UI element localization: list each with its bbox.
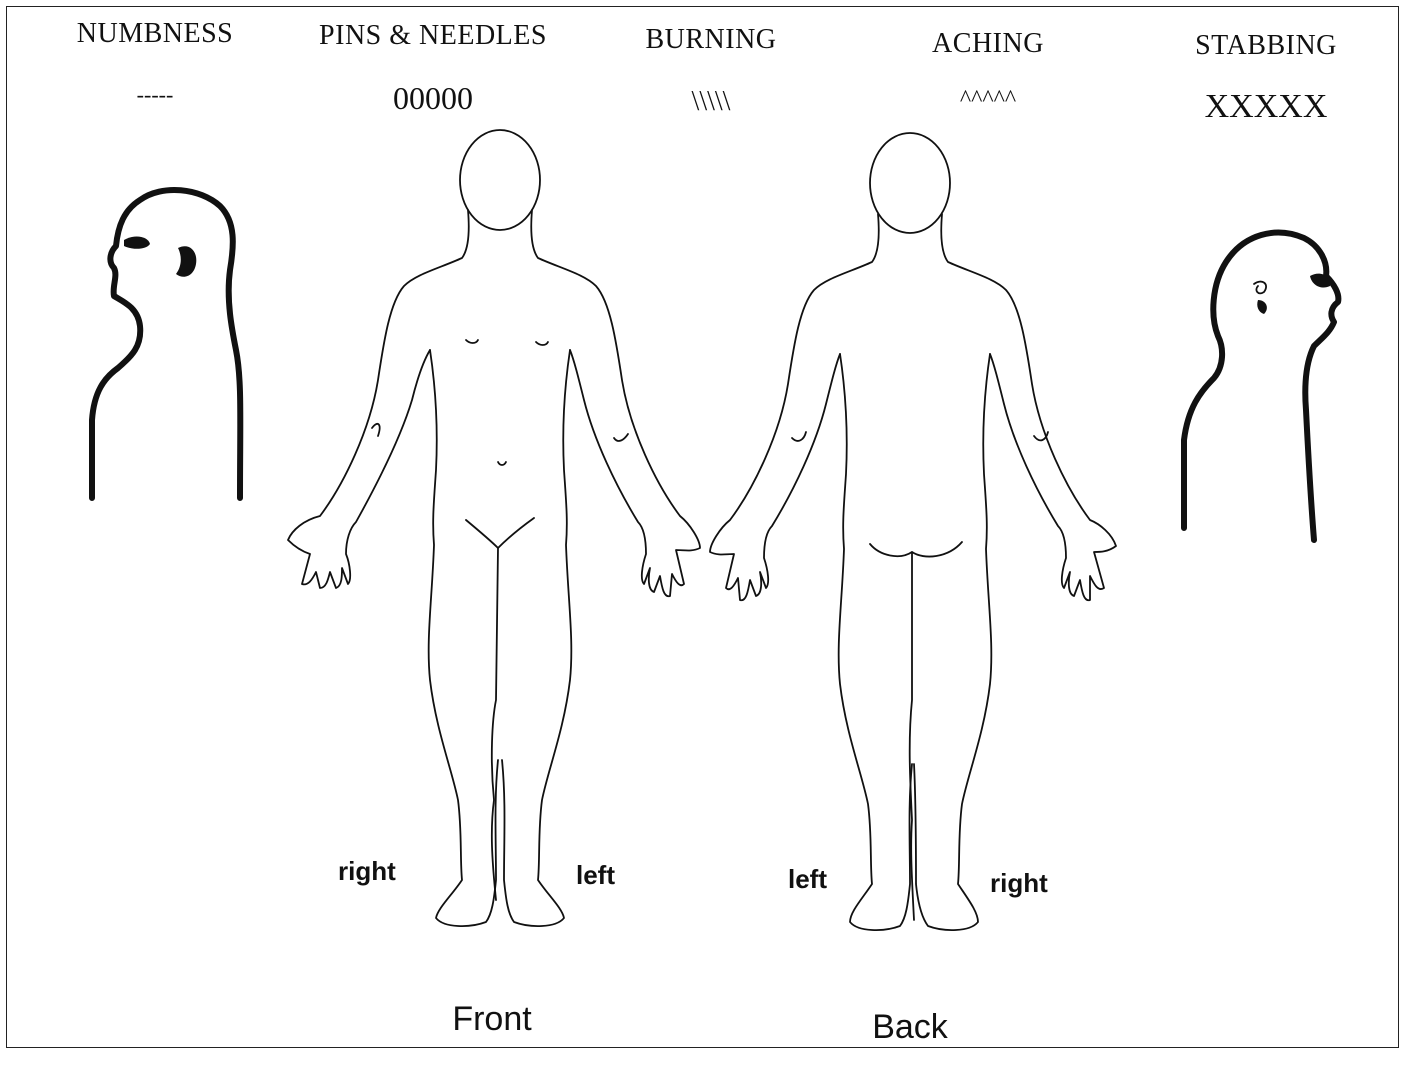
back-view-title: Back: [872, 1008, 948, 1047]
front-left-label: left: [576, 860, 615, 891]
body-outline-back: [710, 133, 1116, 930]
body-outline-front: [288, 130, 700, 926]
head-profile-right: [1184, 233, 1338, 540]
head-profile-left: [92, 190, 240, 498]
front-view-title: Front: [452, 1000, 531, 1039]
back-right-label: right: [990, 868, 1048, 899]
back-left-label: left: [788, 864, 827, 895]
front-right-label: right: [338, 856, 396, 887]
